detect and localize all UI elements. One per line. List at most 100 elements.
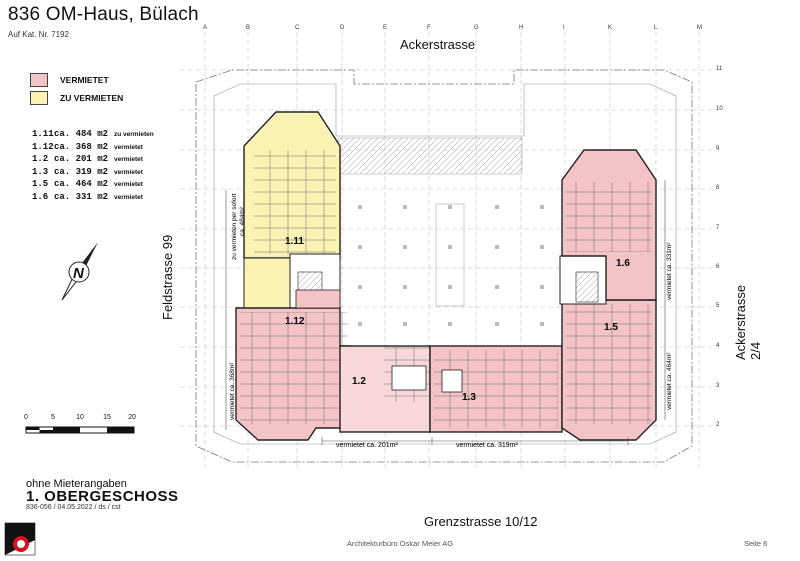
plan-note: vermietet ca. 464m²	[666, 352, 673, 410]
grid-number: 8	[716, 185, 720, 191]
area-unit: 1.3	[32, 166, 49, 177]
terrace-outline	[213, 83, 677, 445]
legend-swatch-for-rent	[30, 91, 48, 105]
scale-bar	[25, 426, 135, 434]
area-unit: 1.11	[32, 129, 54, 139]
plan-unit-label: 1.6	[616, 258, 630, 269]
drawing-reference: 836-056 / 04.05.2022 / ds / cst	[26, 504, 121, 511]
unit-1-5-rooms	[566, 304, 652, 424]
grid-number: 9	[716, 146, 720, 152]
grid-letter: B	[246, 25, 251, 31]
grid-number: 6	[716, 264, 720, 270]
dimension-lines	[225, 180, 666, 445]
area-unit: 1.12	[32, 141, 54, 152]
plan-unit-label: 1.3	[462, 392, 476, 403]
area-status: zu vermieten	[114, 131, 154, 138]
plan-note: vermietet ca. 319m²	[456, 442, 519, 449]
area-size: ca. 484 m2	[54, 129, 109, 139]
legend-label: VERMIETET	[60, 75, 109, 85]
bottom-note: ohne Mieterangaben	[26, 478, 127, 490]
courtyard-skylight	[435, 203, 465, 307]
grid-letter: D	[340, 25, 345, 31]
grid-number: 4	[716, 343, 720, 349]
courtyard-columns	[358, 205, 544, 326]
unit-1-12-entry	[295, 289, 341, 309]
scale-tick-label: 15	[103, 414, 111, 421]
area-row: 1.11 ca. 484 m2 zu vermieten	[32, 129, 154, 142]
legend-swatch-rented	[30, 73, 48, 87]
legend-item-for-rent: ZU VERMIETEN	[30, 91, 123, 105]
company-logo-icon	[4, 522, 36, 556]
grid-letter: K	[608, 25, 613, 31]
stair-east-icon	[575, 271, 599, 303]
unit-1-3-core	[441, 369, 463, 393]
area-row: 1.12 ca. 368 m2 vermietet	[32, 142, 154, 155]
unit-1-6-rooms	[566, 182, 652, 252]
unit-1-12-rooms	[240, 312, 348, 424]
page-title: 836 OM-Haus, Bülach	[8, 4, 199, 25]
area-status: vermietet	[114, 156, 143, 163]
plan-unit-label: 1.5	[604, 322, 618, 333]
area-unit: 1.5	[32, 179, 49, 189]
grid-number: 7	[716, 225, 720, 231]
scale-tick-label: 10	[76, 414, 84, 421]
area-row: 1.3 ca. 319 m2 vermietet	[32, 167, 154, 180]
area-status: vermietet	[114, 193, 143, 201]
grid-letter: H	[519, 25, 524, 31]
scale-tick-label: 20	[128, 414, 136, 421]
site-boundary	[195, 69, 693, 463]
grid-letter: L	[654, 25, 658, 31]
stair-core-south	[391, 365, 427, 391]
grid-letter: G	[474, 25, 479, 31]
scale-tick-label: 5	[51, 414, 55, 421]
plan-note: vermietet ca. 201m²	[336, 442, 399, 449]
area-status: vermietet	[114, 143, 143, 151]
street-east: Ackerstrasse 2/4	[733, 284, 763, 360]
area-unit: 1.2	[32, 154, 49, 164]
scale-tick-label: 0	[24, 414, 28, 421]
area-size: ca. 201 m2	[54, 154, 109, 164]
grid-letter: M	[697, 25, 702, 31]
legend-label: ZU VERMIETEN	[60, 93, 124, 103]
grid-letter: F	[427, 25, 431, 31]
area-row: 1.5 ca. 464 m2 vermietet	[32, 179, 154, 192]
area-size: ca. 331 m2	[54, 191, 109, 202]
svg-text:N: N	[73, 265, 85, 282]
grid-number: 3	[716, 383, 720, 389]
plan-note: vermietet ca. 368m²	[229, 362, 236, 420]
page-subtitle: Auf Kat. Nr. 7192	[8, 30, 69, 39]
street-south: Grenzstrasse 10/12	[424, 514, 538, 529]
roof-light	[337, 137, 523, 175]
plan-note: zu vermieten per sofort	[231, 193, 238, 260]
street-north: Ackerstrasse	[400, 37, 476, 52]
grid-number: 2	[716, 422, 720, 428]
office-name: Architekturbüro Oskar Meier AG	[346, 539, 454, 548]
unit-1-11-annex	[243, 257, 297, 309]
grid-letter: E	[383, 25, 388, 31]
area-status: vermietet	[114, 168, 143, 176]
page-number: Seite 6	[744, 539, 768, 548]
north-arrow-icon: N	[61, 242, 98, 301]
plan-unit-label: 1.12	[285, 316, 305, 327]
area-list: 1.11 ca. 484 m2 zu vermieten 1.12 ca. 36…	[32, 129, 154, 204]
grid-number: 11	[716, 66, 723, 72]
plan-note: ca. 484m²	[239, 206, 246, 236]
area-row: 1.2 ca. 201 m2 vermietet	[32, 154, 154, 167]
grid-letter: A	[203, 25, 208, 31]
area-unit: 1.6	[32, 191, 49, 202]
area-size: ca. 319 m2	[54, 166, 109, 177]
floor-name: 1. OBERGESCHOSS	[26, 488, 179, 505]
grid-letter: C	[295, 25, 300, 31]
plan-note: vermietet ca. 331m²	[666, 242, 673, 300]
area-row: 1.6 ca. 331 m2 vermietet	[32, 192, 154, 205]
legend-item-rented: VERMIETET	[30, 73, 109, 87]
grid-number: 10	[716, 106, 723, 112]
street-west: Feldstrasse 99	[160, 234, 175, 320]
unit-1-11-rooms	[254, 150, 336, 254]
plan-unit-label: 1.11	[285, 236, 304, 247]
area-size: ca. 368 m2	[54, 141, 109, 152]
plan-unit-label: 1.2	[352, 376, 366, 387]
area-status: vermietet	[114, 181, 143, 188]
grid-letter: I	[563, 25, 565, 31]
